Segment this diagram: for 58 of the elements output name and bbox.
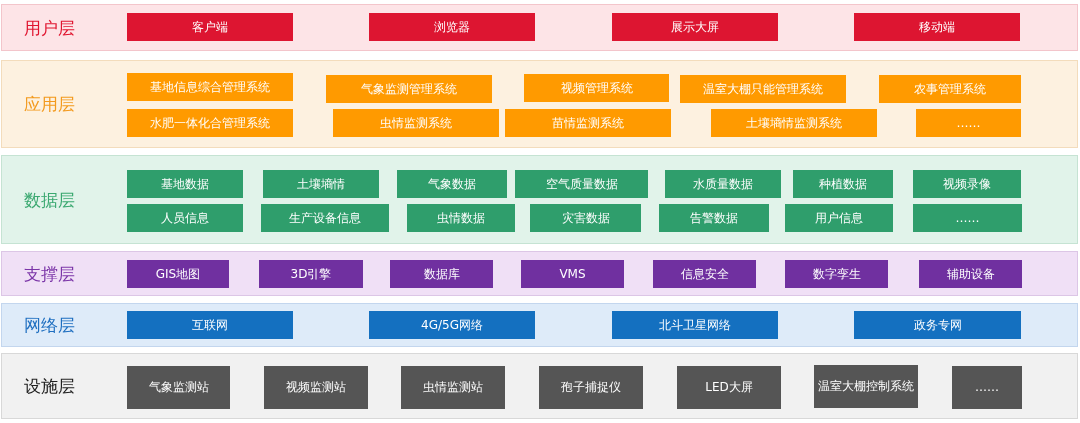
module-box: GIS地图 (127, 260, 229, 288)
module-box: 土壤墒情 (263, 170, 379, 198)
module-box: …… (913, 204, 1022, 232)
layer-band (1, 251, 1078, 296)
module-box: 气象数据 (397, 170, 507, 198)
module-box: 温室大棚控制系统 (814, 365, 918, 408)
module-box: 虫情监测系统 (333, 109, 499, 137)
module-box: 北斗卫星网络 (612, 311, 778, 339)
module-box: 展示大屏 (612, 13, 778, 41)
layer-title: 设施层 (24, 375, 75, 398)
module-box: 视频录像 (913, 170, 1021, 198)
module-box: 土壤墒情监测系统 (711, 109, 877, 137)
module-box: 虫情数据 (407, 204, 515, 232)
module-box: 数字孪生 (785, 260, 888, 288)
module-box: 客户端 (127, 13, 293, 41)
layer-band (1, 4, 1078, 51)
layer-band (1, 303, 1078, 347)
module-box: 3D引擎 (259, 260, 363, 288)
module-box: VMS (521, 260, 624, 288)
module-box: 气象监测站 (127, 366, 230, 409)
module-box: 信息安全 (653, 260, 756, 288)
module-box: 灾害数据 (530, 204, 641, 232)
module-box: 空气质量数据 (515, 170, 648, 198)
module-box: 辅助设备 (919, 260, 1022, 288)
module-box: 人员信息 (127, 204, 243, 232)
module-box: 水质量数据 (665, 170, 781, 198)
layer-title: 支撑层 (24, 262, 75, 286)
module-box: 气象监测管理系统 (326, 75, 492, 103)
module-box: 温室大棚只能管理系统 (680, 75, 846, 103)
module-box: …… (952, 366, 1022, 409)
module-box: 虫情监测站 (401, 366, 505, 409)
module-box: 告警数据 (659, 204, 769, 232)
module-box: 政务专网 (854, 311, 1021, 339)
module-box: 苗情监测系统 (505, 109, 671, 137)
module-box: 视频管理系统 (524, 74, 669, 102)
module-box: 移动端 (854, 13, 1020, 41)
module-box: 视频监测站 (264, 366, 368, 409)
module-box: 互联网 (127, 311, 293, 339)
layer-title: 数据层 (24, 188, 75, 212)
module-box: 生产设备信息 (261, 204, 389, 232)
module-box: 农事管理系统 (879, 75, 1021, 103)
module-box: 基地信息综合管理系统 (127, 73, 293, 101)
module-box: 种植数据 (793, 170, 893, 198)
layer-title: 应用层 (24, 93, 75, 116)
layer-band (1, 155, 1078, 244)
module-box: 4G/5G网络 (369, 311, 535, 339)
layer-band (1, 353, 1078, 419)
module-box: 浏览器 (369, 13, 535, 41)
module-box: …… (916, 109, 1021, 137)
module-box: LED大屏 (677, 366, 781, 409)
module-box: 用户信息 (785, 204, 893, 232)
layer-title: 网络层 (24, 314, 75, 337)
layer-band (1, 60, 1078, 148)
module-box: 基地数据 (127, 170, 243, 198)
layer-title: 用户层 (24, 16, 75, 40)
module-box: 孢子捕捉仪 (539, 366, 643, 409)
module-box: 数据库 (390, 260, 493, 288)
module-box: 水肥一体化合管理系统 (127, 109, 293, 137)
